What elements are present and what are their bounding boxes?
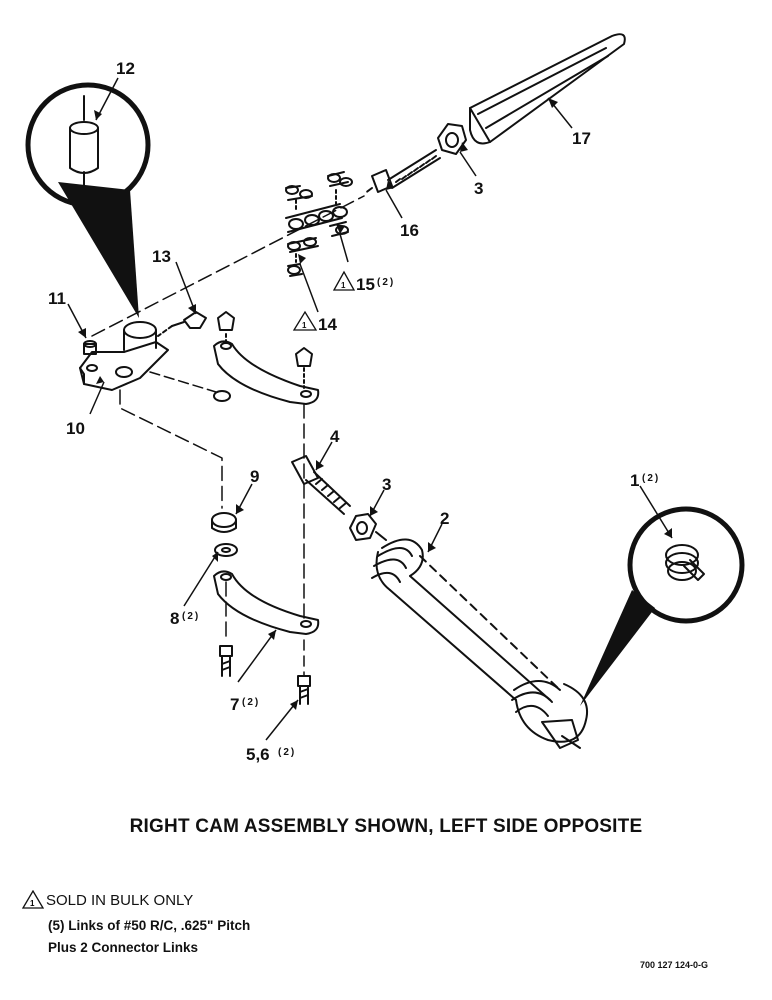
callout-5-6-group: 5,6 (2): [246, 745, 296, 764]
callout-7-qty: (2): [242, 697, 260, 708]
callout-10: 10: [66, 419, 85, 438]
part-11-fitting: [83, 340, 97, 355]
note-triangle-icon: 1: [22, 890, 44, 909]
leader-lines: [67, 77, 673, 741]
callout-15-group: 1 15 (2): [332, 270, 395, 294]
note-marker: 1: [30, 899, 35, 908]
callout-1-group: 1 (2): [630, 471, 660, 490]
callout-labels: 12 17 3 16 13 11 10 1 15 (2) 1 14 4 3 2 …: [48, 59, 660, 764]
callout-1-qty: (2): [642, 473, 660, 484]
callout-4: 4: [330, 427, 340, 446]
part-7-lower-arm: [213, 570, 320, 635]
part-3-upper-nut: [437, 123, 467, 155]
callout-7: 7: [230, 695, 239, 714]
callout-2: 2: [440, 509, 449, 528]
callout-9: 9: [250, 467, 259, 486]
callout-11: 11: [48, 289, 66, 308]
part-10-bracket: [79, 321, 169, 391]
callout-14-group: 1 14: [292, 310, 337, 334]
assembly-guide-lines: [119, 371, 305, 677]
callout-15: 15: [356, 275, 375, 294]
callout-14: 14: [318, 315, 337, 334]
callout-14-note-marker: 1: [302, 321, 307, 330]
callout-13: 13: [152, 247, 171, 266]
part-13-grease-fitting: [157, 311, 207, 337]
callout-8: 8: [170, 609, 179, 628]
callout-1: 1: [630, 471, 639, 490]
note-line-2: Plus 2 Connector Links: [48, 940, 199, 955]
parts-14-15-chain-links: [285, 171, 353, 277]
callout-8-group: 8 (2): [170, 609, 200, 628]
part-16-threaded-rod: [363, 149, 441, 195]
callout-3-lower: 3: [382, 475, 391, 494]
part-4-adjuster: [291, 455, 351, 515]
callout-16: 16: [400, 221, 419, 240]
callout-5-6-qty: (2): [278, 747, 296, 758]
detail-circle-bearing: [580, 506, 745, 706]
callout-5-6: 5,6: [246, 745, 270, 764]
callout-15-note-marker: 1: [341, 281, 346, 290]
parts-5-6-bolts: [219, 645, 311, 705]
parts-8-9-washers: [211, 512, 238, 557]
note-line-1: (5) Links of #50 R/C, .625" Pitch: [48, 918, 251, 933]
note-heading: SOLD IN BULK ONLY: [46, 891, 194, 909]
part-3-lower-nut: [349, 513, 387, 541]
callout-8-qty: (2): [182, 611, 200, 622]
detail-circle-bushing: [25, 82, 151, 318]
callout-15-qty: (2): [377, 277, 395, 288]
callout-3-upper: 3: [474, 179, 483, 198]
callout-17: 17: [572, 129, 591, 148]
drawing-code: 700 127 124-0-G: [640, 960, 709, 970]
arrow-heads: [78, 98, 672, 710]
part-2-roller: [371, 538, 588, 749]
upper-arm-assembly: [213, 311, 320, 405]
callout-7-group: 7 (2): [230, 695, 260, 714]
note-heading-row: 1 SOLD IN BULK ONLY: [22, 890, 193, 910]
part-17-cam-guide: [469, 33, 626, 145]
figure-caption: RIGHT CAM ASSEMBLY SHOWN, LEFT SIDE OPPO…: [129, 816, 643, 837]
assembly-centerline: [91, 195, 365, 337]
callout-12: 12: [116, 59, 135, 78]
